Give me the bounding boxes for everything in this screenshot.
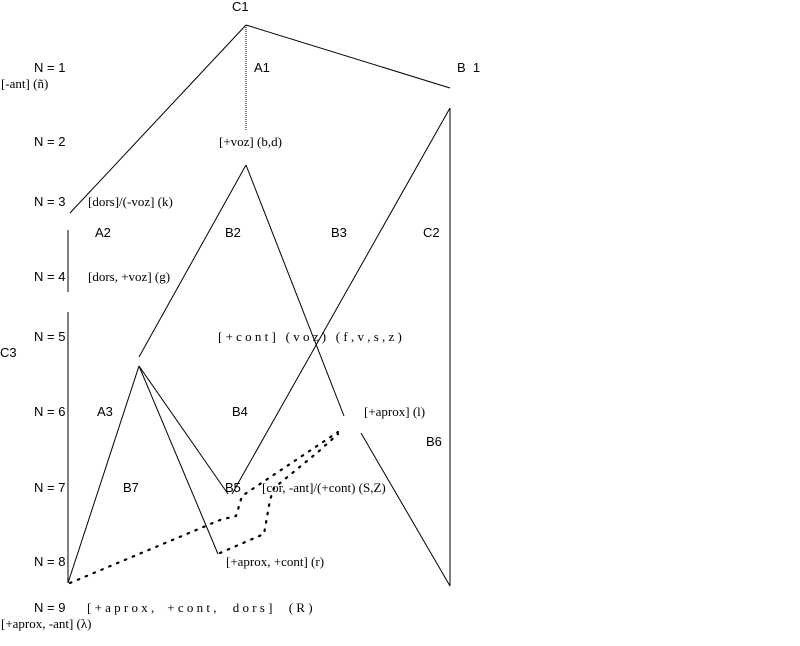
edge-a3-r bbox=[138, 365, 219, 555]
level-n8: N = 8 bbox=[34, 554, 66, 569]
node-b1: B 1 bbox=[457, 60, 481, 75]
feature-dors-voz: [dors, +voz] (g) bbox=[88, 269, 171, 284]
feature-lambda: [+aprox, -ant] (λ) bbox=[1, 616, 92, 631]
node-b3: B3 bbox=[331, 225, 347, 240]
level-n3: N = 3 bbox=[34, 194, 66, 209]
node-b4: B4 bbox=[232, 404, 248, 419]
level-n9: N = 9 bbox=[34, 600, 66, 615]
feature-voz: [+voz] (b,d) bbox=[219, 134, 282, 149]
edge-a3-b7 bbox=[67, 365, 140, 584]
feature-cor: [cor, -ant]/(+cont) (S,Z) bbox=[262, 480, 386, 495]
level-n6: N = 6 bbox=[34, 404, 66, 419]
dotted-path-lambda bbox=[68, 430, 340, 585]
edge-aprox-c2 bbox=[360, 432, 451, 587]
feature-dors: [dors]/(-voz] (k) bbox=[88, 194, 173, 209]
level-n4: N = 4 bbox=[34, 269, 66, 284]
node-b2: B2 bbox=[225, 225, 241, 240]
level-n1: N = 1 bbox=[34, 60, 66, 75]
feature-aprox: [+aprox] (l) bbox=[364, 404, 426, 419]
node-a3: A3 bbox=[97, 404, 113, 419]
edge-c1-b1 bbox=[245, 24, 451, 89]
edge-c1-c3 bbox=[69, 24, 247, 214]
level-n2: N = 2 bbox=[34, 134, 66, 149]
node-b5: B5 bbox=[225, 480, 241, 495]
feature-ant: [-ant] (ñ) bbox=[1, 76, 49, 91]
level-n7: N = 7 bbox=[34, 480, 66, 495]
edge-a1-b3 bbox=[245, 164, 345, 417]
node-a2: A2 bbox=[95, 225, 111, 240]
node-b6: B6 bbox=[426, 434, 442, 449]
node-c1: C1 bbox=[232, 0, 249, 14]
edge-a3-b5 bbox=[138, 365, 229, 495]
node-c3: C3 bbox=[0, 345, 17, 360]
node-b7: B7 bbox=[123, 480, 139, 495]
node-c2: C2 bbox=[423, 225, 440, 240]
edge-b1-b5 bbox=[231, 107, 451, 495]
node-a1: A1 bbox=[254, 60, 270, 75]
feature-cont: [ + c o n t ] ( v o z ) ( f , v , s , z … bbox=[218, 329, 402, 344]
feature-aprox-cont: [+aprox, +cont] (r) bbox=[226, 554, 325, 569]
edge-a1-a3 bbox=[138, 164, 247, 358]
level-n5: N = 5 bbox=[34, 329, 66, 344]
feature-n9: [ + a p r o x , + c o n t , d o r s ] ( … bbox=[87, 600, 313, 615]
